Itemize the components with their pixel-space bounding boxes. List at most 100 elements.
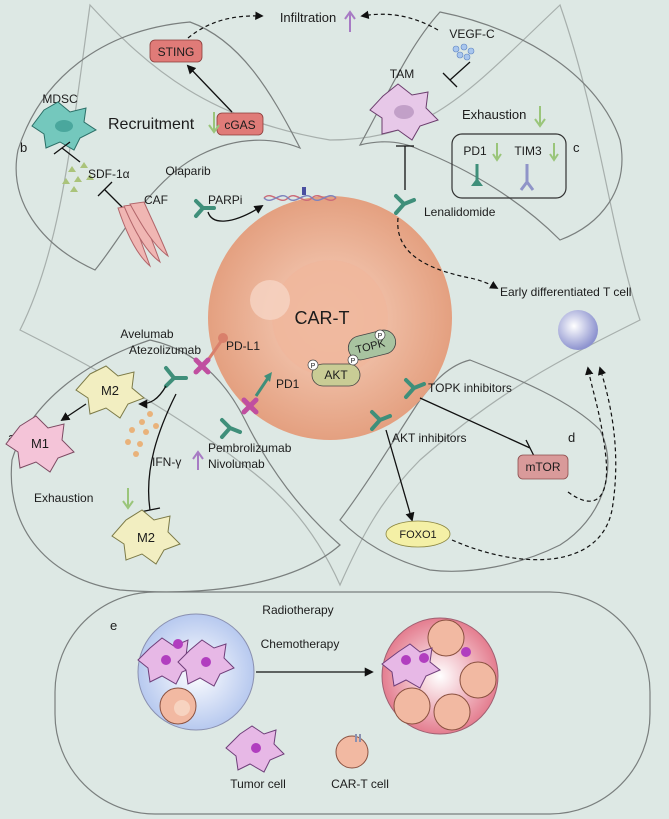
vegf-tam-group: VEGF-C TAM bbox=[369, 27, 495, 190]
m2-top-cell-icon bbox=[75, 365, 145, 419]
parpi-label: PARPi bbox=[208, 193, 242, 207]
phospho-badge-akt2 bbox=[347, 354, 359, 366]
mtor-label: mTOR bbox=[525, 460, 560, 474]
panel-d-outline bbox=[339, 359, 609, 572]
foxo1-box bbox=[385, 520, 451, 548]
vegf-particles-icon bbox=[452, 43, 475, 61]
lenalidomide-label: Lenalidomide bbox=[424, 205, 496, 219]
m2-to-m1-arrow bbox=[60, 403, 87, 422]
panel-e-outline bbox=[54, 591, 651, 815]
tumor-nuclei-after bbox=[401, 647, 471, 665]
olaparib-label: Olaparib bbox=[165, 164, 211, 178]
pembrolizumab-label: Pembrolizumab bbox=[208, 441, 292, 455]
antibody-icon bbox=[404, 378, 426, 399]
car-t-label: CAR-T bbox=[295, 308, 350, 328]
top-infiltration: Infiltration bbox=[187, 10, 439, 39]
sting-label: STING bbox=[158, 45, 195, 59]
exhaustion-c-label: Exhaustion bbox=[462, 107, 526, 122]
mtor-to-early-t bbox=[567, 366, 608, 502]
recruitment-label: Recruitment bbox=[108, 116, 195, 133]
panel-c: c Exhaustion PD1 TIM3 Lenalidomide Early… bbox=[394, 106, 631, 350]
dna-marker bbox=[302, 187, 306, 195]
sting-cgas-group: STING cGAS bbox=[149, 39, 264, 136]
caf-cell-icon bbox=[117, 201, 170, 268]
panel-b: b MDSC Recruitment SDF-1α CAF Olaparib P… bbox=[20, 92, 337, 268]
down-arrow-icon bbox=[122, 488, 134, 510]
infiltration-label: Infiltration bbox=[280, 10, 336, 25]
early-t-cell-icon bbox=[558, 310, 598, 350]
panel-e-letter: e bbox=[110, 618, 117, 633]
mdsc-label: MDSC bbox=[42, 92, 78, 106]
panel-d: d TOPK inhibitors AKT inhibitors mTOR FO… bbox=[370, 366, 617, 561]
sdf-inhibit-mdsc bbox=[53, 141, 81, 163]
antibody-icon bbox=[370, 410, 392, 431]
checkpoint-box bbox=[451, 133, 567, 199]
pd1-center-receptor-icon bbox=[254, 372, 272, 397]
caf-label: CAF bbox=[144, 193, 168, 207]
atezolizumab-label: Atezolizumab bbox=[129, 343, 201, 357]
panel-b-letter: b bbox=[20, 140, 27, 155]
akt-inhibitors-label: AKT inhibitors bbox=[392, 431, 466, 445]
pd1-center-label: PD1 bbox=[276, 377, 300, 391]
m1-cell-icon bbox=[5, 415, 75, 473]
panel-d-letter: d bbox=[568, 430, 575, 445]
vegf-c-label: VEGF-C bbox=[449, 27, 495, 41]
topk-inhibit-mtor bbox=[419, 397, 535, 457]
panel-c-letter: c bbox=[573, 140, 580, 155]
cgas-label: cGAS bbox=[224, 118, 255, 132]
antibody-icon bbox=[194, 199, 216, 218]
down-arrow-icon bbox=[549, 143, 559, 162]
down-arrow-icon bbox=[208, 112, 220, 134]
ifn-particles-icon bbox=[125, 411, 159, 457]
tumor-cell-legend-label: Tumor cell bbox=[230, 777, 286, 791]
caf-to-sdf-inhibit bbox=[97, 181, 126, 211]
chemotherapy-label: Chemotherapy bbox=[261, 637, 340, 651]
block-x-icon bbox=[241, 397, 259, 415]
topk-inhibitors-label: TOPK inhibitors bbox=[428, 381, 512, 395]
infiltration-dashed-left bbox=[187, 11, 264, 39]
ifn-label: IFN-γ bbox=[152, 455, 181, 469]
panel-e: e Radiotherapy Chemotherapy bbox=[110, 603, 499, 791]
akt-label: AKT bbox=[324, 368, 348, 382]
checkpoint-blockade: Avelumab Atezolizumab PD-L1 PD1 bbox=[120, 327, 300, 439]
down-arrow-icon bbox=[492, 143, 502, 162]
antibody-icon bbox=[220, 418, 242, 439]
radiotherapy-label: Radiotherapy bbox=[262, 603, 333, 617]
early-t-label: Early differentiated T cell bbox=[500, 285, 631, 299]
dna-icon bbox=[263, 195, 337, 201]
tam-label: TAM bbox=[390, 67, 414, 81]
car-t-cells-after bbox=[393, 619, 497, 731]
m2-bottom-cell-icon bbox=[111, 509, 181, 565]
car-t-legend-label: CAR-T cell bbox=[331, 777, 389, 791]
pdl1-label: PD-L1 bbox=[226, 339, 260, 353]
m2-top-label: M2 bbox=[101, 383, 119, 398]
car-t-before-nucleus bbox=[174, 700, 190, 716]
block-x-icon bbox=[193, 357, 211, 375]
nivolumab-label: Nivolumab bbox=[208, 457, 265, 471]
phospho-badge-akt bbox=[307, 359, 319, 371]
down-arrow-icon bbox=[534, 106, 546, 128]
pdl1-receptor-icon bbox=[206, 333, 228, 361]
pd1-receptor-icon bbox=[471, 164, 483, 186]
akt-box bbox=[311, 363, 361, 387]
antibody-inhibit-m2 bbox=[139, 393, 177, 513]
antibody-icon bbox=[394, 194, 416, 215]
phospho-badge-topk bbox=[374, 329, 386, 341]
tim3-c-label: TIM3 bbox=[514, 144, 542, 158]
lenalidomide-inhibit-tam bbox=[396, 145, 414, 190]
antibody-icon bbox=[164, 366, 188, 388]
mdsc-cell-icon bbox=[31, 101, 97, 151]
phospho-label-akt2: P bbox=[351, 358, 356, 365]
sdf-particles-icon bbox=[62, 162, 94, 192]
cgas-to-sting-arrow bbox=[186, 64, 233, 113]
tumor-nuclei-before bbox=[161, 639, 211, 667]
pd1-c-label: PD1 bbox=[463, 144, 487, 158]
tumor-cell-legend-icon bbox=[225, 725, 285, 773]
sdf-label: SDF-1α bbox=[88, 167, 130, 181]
panel-c-outline bbox=[358, 11, 623, 241]
car-t-legend-icon bbox=[335, 734, 369, 769]
avelumab-label: Avelumab bbox=[120, 327, 173, 341]
parpi-arrow bbox=[207, 205, 264, 222]
akt-topk-group: AKT TOPK P P P bbox=[307, 329, 397, 387]
